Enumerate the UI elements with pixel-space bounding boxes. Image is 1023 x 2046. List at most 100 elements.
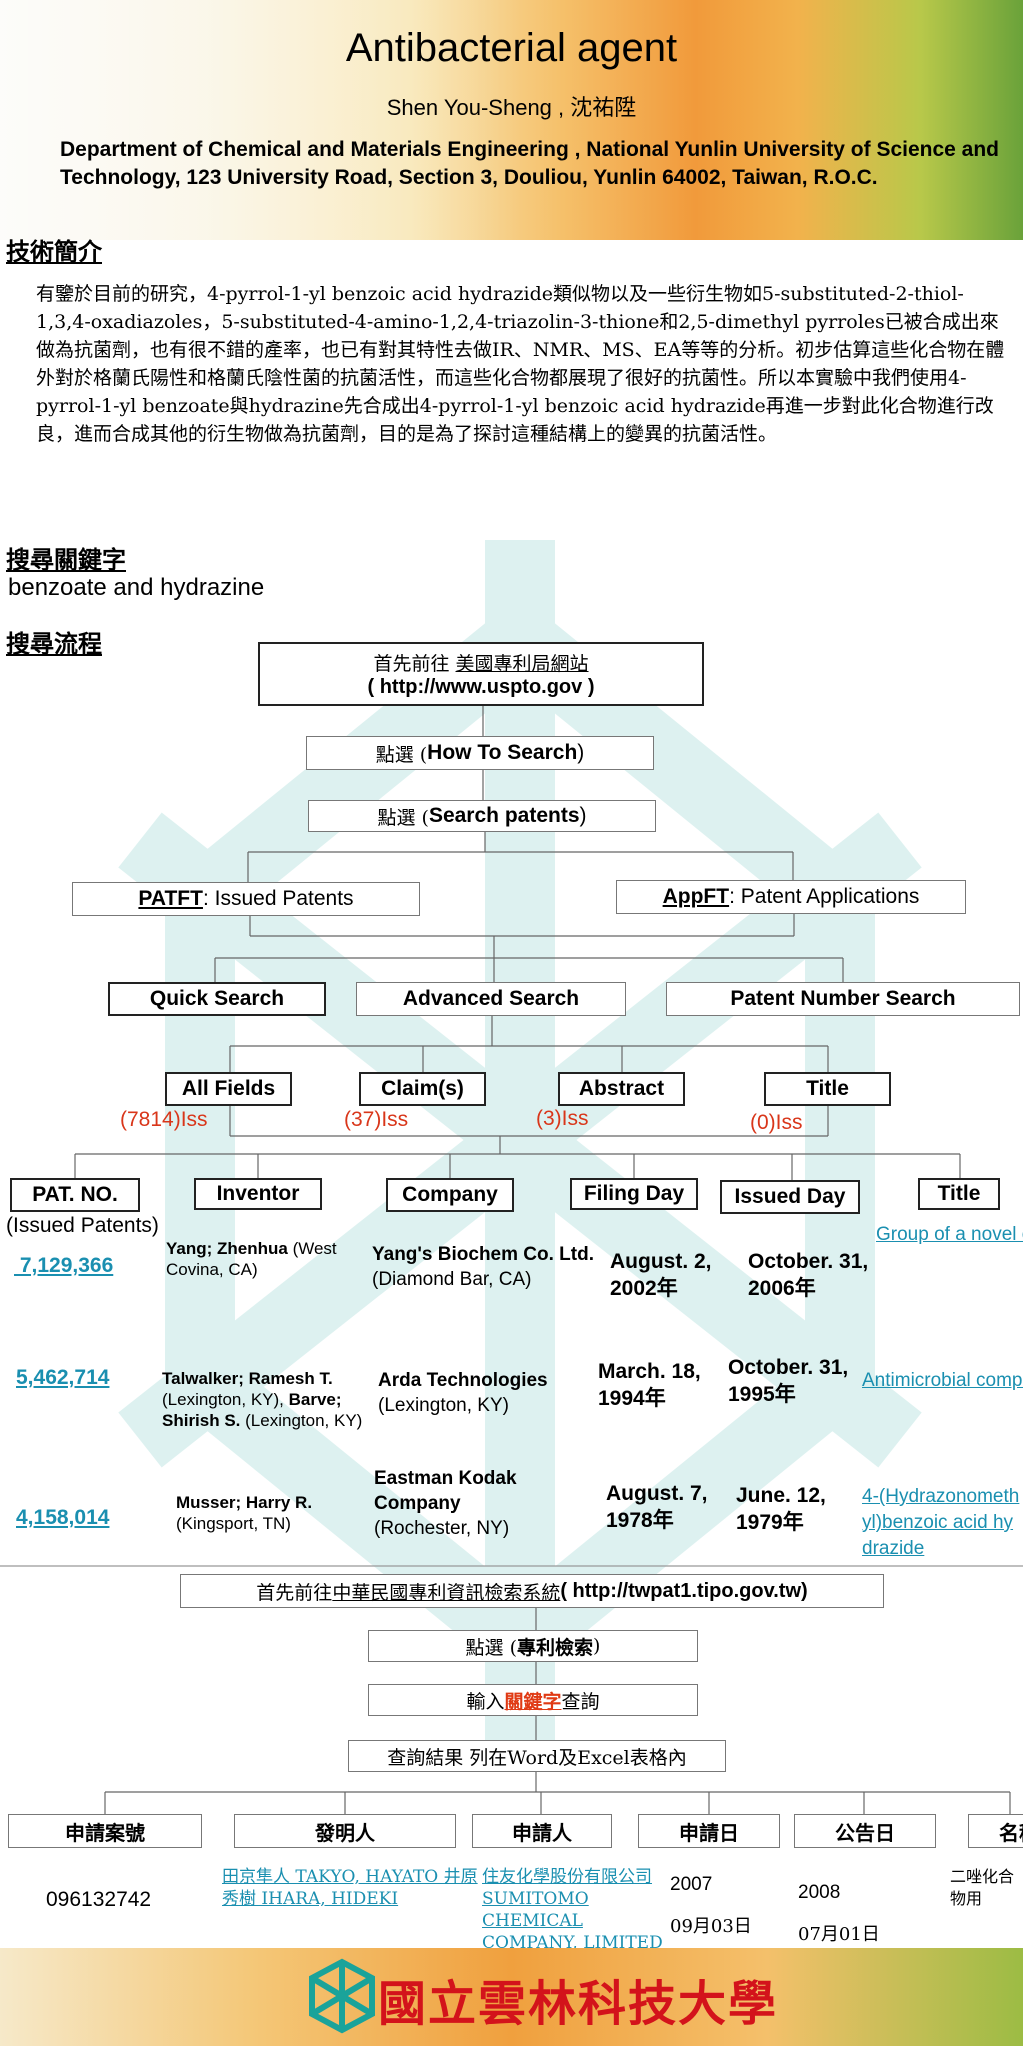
- company-location: (Diamond Bar, CA): [372, 1269, 532, 1290]
- page-title: Antibacterial agent: [345, 26, 678, 70]
- tipo-input-box[interactable]: 輸入關鍵字查詢: [368, 1684, 698, 1716]
- field-all-fields[interactable]: All Fields: [165, 1072, 292, 1106]
- patent-title-link[interactable]: Antimicrobial compositions and methods o…: [862, 1370, 1023, 1391]
- intro-body: 有鑒於目前的研究，4-pyrrol-1-yl benzoic acid hydr…: [36, 283, 1005, 445]
- appft-box[interactable]: AppFT: Patent Applications: [616, 880, 966, 914]
- input-keyword: 關鍵字: [504, 1690, 562, 1713]
- case-number: 096132742: [46, 1888, 152, 1911]
- process-heading: 搜尋流程: [6, 629, 102, 658]
- inventor-name: Musser; Harry R.: [176, 1493, 313, 1512]
- uspto-url[interactable]: ( http://www.uspto.gov ): [367, 676, 595, 698]
- company-name: Arda Technologies: [378, 1370, 548, 1391]
- tipo-prefix: 首先前往: [256, 1581, 333, 1604]
- inventor-cell: Talwalker; Ramesh T. (Lexington, KY), Ba…: [162, 1368, 368, 1431]
- input-suffix: 查詢: [561, 1690, 600, 1713]
- company-name: Eastman Kodak Company: [374, 1468, 517, 1514]
- click-suffix: ): [579, 804, 587, 827]
- header-case-no: 申請案號: [8, 1814, 202, 1848]
- company-cell: Yang's Biochem Co. Ltd. (Diamond Bar, CA…: [372, 1242, 604, 1292]
- applicant-link[interactable]: 住友化學股份有限公司 SUMITOMO CHEMICAL COMPANY, LI…: [482, 1867, 663, 1953]
- tipo-result-box: 查詢結果 列在Word及Excel表格內: [348, 1740, 726, 1772]
- inventor-cell: Musser; Harry R. (Kingsport, TN): [176, 1492, 316, 1534]
- issued-date: October. 31, 2006年: [748, 1250, 869, 1300]
- search-patents-box[interactable]: 點選 ( Search patents ): [308, 800, 656, 832]
- header-inventor: Inventor: [194, 1178, 322, 1210]
- count-claims: (37)Iss: [344, 1108, 409, 1131]
- issued-date: June. 12, 1979年: [736, 1484, 826, 1534]
- patft-box[interactable]: PATFT: Issued Patents: [72, 882, 420, 916]
- company-cell: Arda Technologies (Lexington, KY): [378, 1368, 588, 1418]
- input-prefix: 輸入: [466, 1690, 505, 1713]
- header-apply-date: 申請日: [638, 1814, 780, 1848]
- tipo-url[interactable]: ( http://twpat1.tipo.gov.tw): [560, 1579, 808, 1602]
- header-fade: [0, 0, 520, 240]
- apply-day: 09月03日: [670, 1916, 752, 1937]
- inventor-name: Talwalker; Ramesh T.: [162, 1369, 333, 1388]
- tipo-click-box[interactable]: 點選 ( 專利檢索 ): [368, 1630, 698, 1662]
- advanced-search-box[interactable]: Advanced Search: [356, 982, 626, 1016]
- patent-title-link[interactable]: 4-(Hydrazonomethyl)benzoic acid hydrazid…: [862, 1486, 1020, 1559]
- intro-heading: 技術簡介: [6, 237, 102, 266]
- company-name: Yang's Biochem Co. Ltd.: [372, 1244, 594, 1265]
- inventor-tw-link[interactable]: 田京隼人 TAKYO, HAYATO 井原秀樹 IHARA, HIDEKI: [222, 1867, 478, 1909]
- field-claims[interactable]: Claim(s): [359, 1072, 486, 1106]
- field-abstract[interactable]: Abstract: [558, 1072, 685, 1106]
- uspto-site-name: 美國專利局網站: [455, 653, 589, 675]
- patent-title-link[interactable]: Group of a novel compounds with structur…: [876, 1224, 1023, 1245]
- click-prefix: 點選 (: [465, 1636, 517, 1659]
- count-all-fields: (7814)Iss: [120, 1108, 208, 1131]
- announce-day: 07月01日: [798, 1924, 880, 1945]
- header-title: Title: [918, 1178, 1000, 1210]
- apply-year: 2007: [670, 1874, 713, 1895]
- header-announce-date: 公告日: [794, 1814, 936, 1848]
- issued-patents-subheader: (Issued Patents): [6, 1214, 159, 1237]
- patft-label: PATFT: [138, 887, 203, 910]
- click-suffix: ): [593, 1635, 601, 1657]
- author: Shen You-Sheng , 沈祐陞: [386, 95, 637, 120]
- tipo-site-box[interactable]: 首先前往 中華民國專利資訊檢索系統( http://twpat1.tipo.go…: [180, 1574, 884, 1608]
- header-issued-day: Issued Day: [720, 1180, 860, 1214]
- count-abstract: (3)Iss: [536, 1107, 589, 1130]
- inventor-name-2: Barve; Shirish S.: [162, 1390, 342, 1430]
- pat-no-link[interactable]: 4,158,014: [16, 1506, 110, 1529]
- inventor-name: Yang; Zhenhua: [166, 1239, 288, 1258]
- patent-search-label: 專利檢索: [517, 1636, 594, 1659]
- keywords-value: benzoate and hydrazine: [8, 574, 265, 601]
- company-cell: Eastman Kodak Company (Rochester, NY): [374, 1466, 544, 1541]
- inventor-location-2: (Lexington, KY): [240, 1411, 363, 1430]
- issued-date: October. 31, 1995年: [728, 1356, 849, 1406]
- inventor-cell: Yang; Zhenhua (West Covina, CA): [166, 1238, 366, 1280]
- uspto-site-box[interactable]: 首先前往 美國專利局網站 ( http://www.uspto.gov ): [258, 642, 704, 706]
- affiliation: Department of Chemical and Materials Eng…: [60, 138, 1000, 189]
- pat-no-link[interactable]: 5,462,714: [16, 1366, 110, 1389]
- click-prefix: 點選 (: [375, 743, 428, 766]
- footer-banner: [0, 1948, 1023, 2046]
- header-pat-no: PAT. NO.: [10, 1178, 140, 1212]
- header-inventor-tw: 發明人: [234, 1814, 456, 1848]
- university-name: 國立雲林科技大學: [378, 1976, 779, 2032]
- appft-desc: : Patent Applications: [729, 885, 920, 908]
- click-prefix: 點選 (: [377, 806, 429, 829]
- filing-date: March. 18, 1994年: [598, 1360, 701, 1410]
- how-to-search-label: How To Search: [427, 741, 578, 764]
- company-location: (Rochester, NY): [374, 1518, 510, 1539]
- how-to-search-box[interactable]: 點選 ( How To Search ): [306, 736, 654, 770]
- patft-desc: : Issued Patents: [202, 887, 354, 910]
- filing-date: August. 7, 1978年: [606, 1482, 708, 1532]
- university-logo-icon: [309, 1958, 375, 2034]
- header-company: Company: [386, 1178, 514, 1212]
- appft-label: AppFT: [662, 885, 730, 908]
- header-filing-day: Filing Day: [570, 1178, 698, 1210]
- quick-search-box[interactable]: Quick Search: [108, 982, 326, 1016]
- uspto-prefix: 首先前往: [373, 653, 456, 675]
- inventor-location: (West Covina, CA): [166, 1239, 337, 1279]
- keywords-heading: 搜尋關鍵字: [6, 545, 126, 574]
- inventor-location: (Kingsport, TN): [176, 1514, 291, 1533]
- field-title[interactable]: Title: [764, 1072, 891, 1106]
- pat-no-link[interactable]: 7,129,366: [14, 1254, 114, 1277]
- filing-date: August. 2, 2002年: [610, 1250, 712, 1300]
- patent-number-search-box[interactable]: Patent Number Search: [666, 982, 1020, 1016]
- header-applicant: 申請人: [472, 1814, 612, 1848]
- click-suffix: ): [577, 741, 585, 764]
- announce-year: 2008: [798, 1882, 841, 1903]
